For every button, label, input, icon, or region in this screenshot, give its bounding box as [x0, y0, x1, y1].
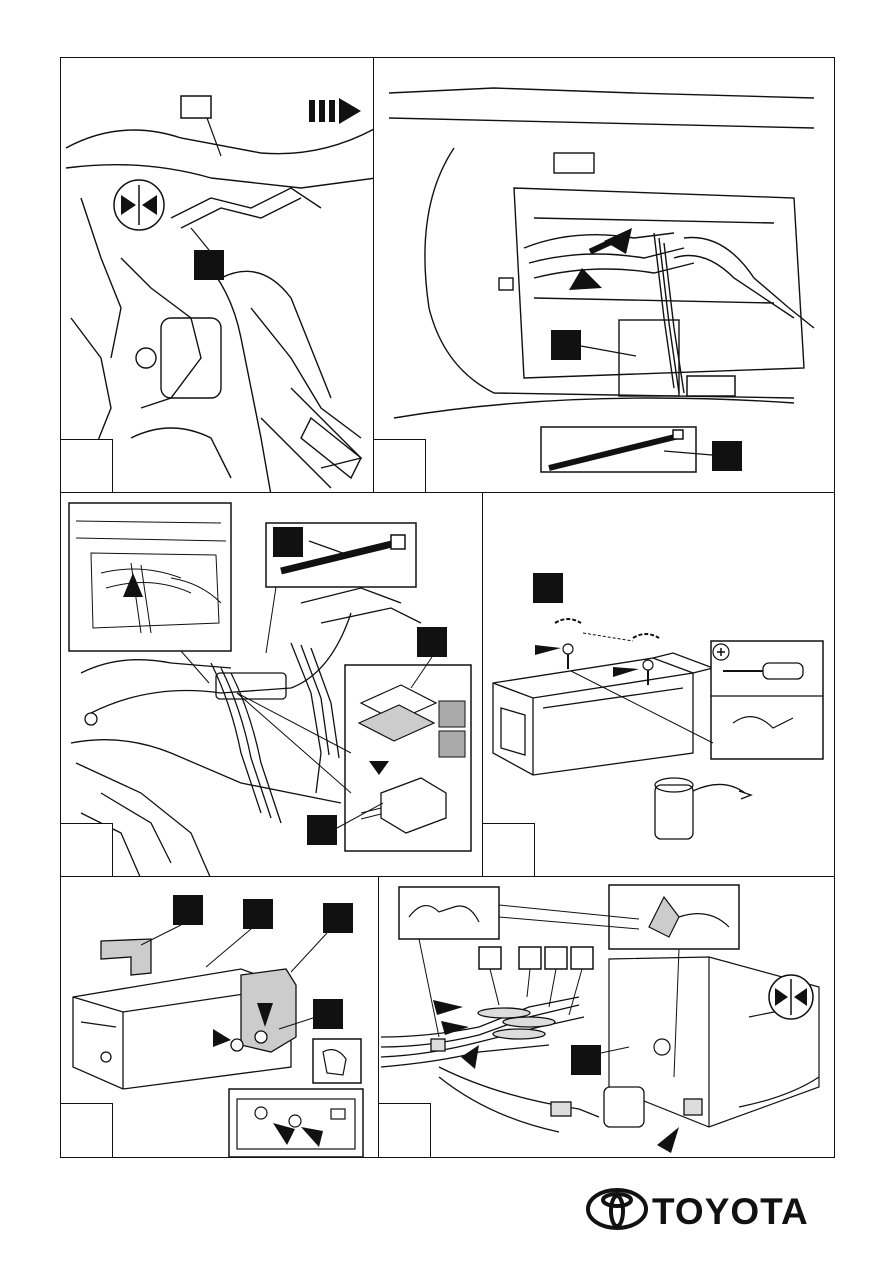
step-number-box [483, 823, 535, 877]
label-box-filled [194, 250, 224, 280]
toyota-emblem-icon [586, 1187, 648, 1231]
label-box-filled [313, 999, 343, 1029]
label-box-empty [687, 376, 735, 396]
step-number-box [61, 439, 113, 493]
label-box-filled [323, 903, 353, 933]
inset-detail [711, 641, 823, 759]
harness-connection-illustration [379, 877, 835, 1158]
inset-detail [399, 887, 499, 939]
inset-detail [313, 1039, 361, 1083]
step-panel-6 [378, 876, 835, 1158]
step-panel-4 [482, 492, 835, 878]
label-box-empty [519, 947, 541, 969]
label-box-filled [273, 527, 303, 557]
console-opening-illustration [374, 58, 835, 494]
label-box-empty [545, 947, 567, 969]
label-box-filled [551, 330, 581, 360]
pinch-connect-icon [114, 180, 164, 230]
cable-tie-icon [541, 427, 712, 472]
cable-tie-icon [266, 523, 416, 653]
step-number-box [61, 823, 113, 877]
step-panel-3 [60, 492, 484, 878]
brand-wordmark: TOYOTA [652, 1191, 809, 1233]
label-box-empty [479, 947, 501, 969]
label-box-empty [181, 96, 211, 118]
step-panel-2 [373, 57, 835, 494]
label-box-filled [417, 627, 447, 657]
label-box-filled [712, 441, 742, 471]
control-box-mounting-illustration [61, 493, 484, 878]
step-panel-1 [60, 57, 375, 494]
step-number-box [379, 1103, 431, 1157]
step-number-box [374, 439, 426, 493]
screw-icon [563, 644, 573, 669]
step-number-box [61, 1103, 113, 1157]
label-box-filled [173, 895, 203, 925]
pinch-connect-icon [769, 975, 813, 1019]
screw-icon [643, 660, 653, 685]
arrow-dashed-icon [309, 98, 361, 124]
label-box-filled [571, 1045, 601, 1075]
toyota-logo: TOYOTA [586, 1187, 822, 1237]
step-panel-5 [60, 876, 380, 1158]
label-box-filled [307, 815, 337, 845]
label-box-empty [571, 947, 593, 969]
dashboard-wiring-illustration [61, 58, 375, 494]
rotate-icon [555, 619, 659, 638]
head-unit-screw-removal-illustration [483, 493, 835, 878]
label-box-filled [243, 899, 273, 929]
label-box-filled [533, 573, 563, 603]
